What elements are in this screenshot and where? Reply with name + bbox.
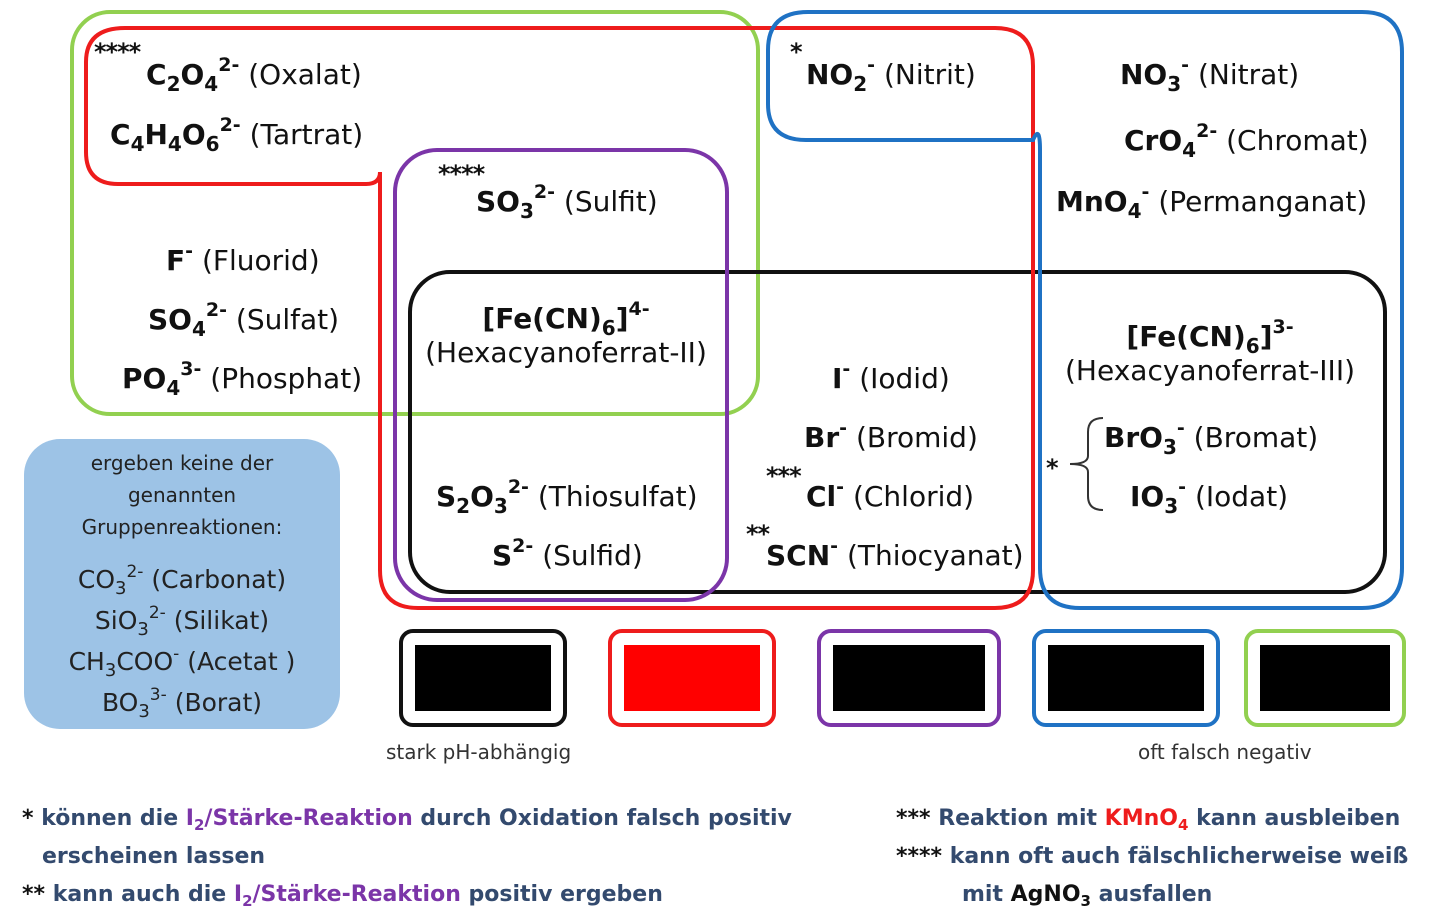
ion-chromat: CrO42- (Chromat): [1124, 120, 1369, 162]
ion-silikat: SiO32- (Silikat): [94, 603, 270, 640]
footnote-3: *** Reaktion mit KMnO4 kann ausbleiben: [896, 806, 1401, 834]
ion-sulfat: SO42- (Sulfat): [148, 299, 340, 341]
ion-thiosulfat: S2O32- (Thiosulfat): [436, 476, 698, 518]
ion-permanganat: MnO4- (Permanganat): [1056, 181, 1368, 223]
no-reaction-line-2: genannten: [127, 483, 237, 507]
footnote-4-line-2: mit AgNO3 ausfallen: [962, 882, 1213, 910]
legend-note-black: stark pH-abhängig: [386, 740, 572, 764]
ion-oxalat: C2O42- (Oxalat): [146, 54, 362, 96]
ion-chlorid: Cl- (Chlorid): [806, 476, 975, 514]
bracket-marker: *: [1046, 454, 1059, 482]
ion-tartrat: C4H4O62- (Tartrat): [110, 114, 364, 156]
blue-group-frame: [766, 10, 1404, 610]
ion-nitrat: NO3- (Nitrat): [1120, 54, 1300, 96]
green-group-frame: [70, 10, 760, 416]
legend-swatch-red: [608, 629, 776, 727]
ion-borat: BO33- (Borat): [101, 685, 263, 722]
ion-thiocyanat: SCN- (Thiocyanat): [766, 535, 1024, 573]
bracket-shape: [1069, 417, 1104, 511]
footnote-4: **** kann oft auch fälschlicherweise wei…: [896, 844, 1409, 869]
chlorid-marker: ***: [766, 462, 802, 490]
ion-phosphat: PO43- (Phosphat): [122, 358, 363, 400]
red-group-frame: [84, 26, 1035, 610]
purple-group-frame: [393, 148, 729, 602]
ion-iodat: IO3- (Iodat): [1130, 476, 1289, 518]
nitrit-marker: *: [790, 38, 803, 66]
legend-swatch-blue: [1032, 629, 1220, 727]
oxalat-marker: ****: [94, 38, 141, 66]
ion-acetat: CH3COO- (Acetat ): [68, 644, 296, 681]
footnote-2: ** kann auch die I2/Stärke-Reaktion posi…: [22, 882, 663, 910]
ion-sulfit: SO32- (Sulfit): [476, 181, 658, 223]
ion-iodid: I- (Iodid): [832, 358, 950, 396]
black-group-frame: [408, 270, 1387, 594]
sulfit-marker: ****: [438, 160, 485, 188]
no-reaction-line-3: Gruppenreaktionen:: [81, 515, 283, 539]
footnote-1-line-2: erscheinen lassen: [42, 844, 266, 869]
ion-fluorid: F- (Fluorid): [166, 240, 320, 278]
ion-carbonat: CO32- (Carbonat): [77, 562, 287, 599]
ion-hexacyanoferrat-ii: [Fe(CN)6]4- (Hexacyanoferrat-II): [425, 298, 707, 370]
legend-note-green: oft falsch negativ: [1138, 740, 1312, 764]
ion-nitrit: NO2- (Nitrit): [806, 54, 976, 96]
ion-hexacyanoferrat-iii: [Fe(CN)6]3- (Hexacyanoferrat-III): [1065, 316, 1355, 388]
ion-bromid: Br- (Bromid): [804, 417, 978, 455]
ion-bromat: BrO3- (Bromat): [1104, 417, 1319, 459]
legend-swatch-purple: [817, 629, 1001, 727]
ion-sulfid: S2- (Sulfid): [492, 535, 643, 573]
legend-swatch-green: [1244, 629, 1406, 727]
no-reaction-box: ergeben keine der genannten Gruppenreakt…: [24, 439, 340, 729]
footnote-1: * können die I2/Stärke-Reaktion durch Ox…: [22, 806, 792, 834]
thiocyanat-marker: **: [746, 520, 770, 548]
no-reaction-line-1: ergeben keine der: [90, 451, 274, 475]
legend-swatch-black: [399, 629, 567, 727]
